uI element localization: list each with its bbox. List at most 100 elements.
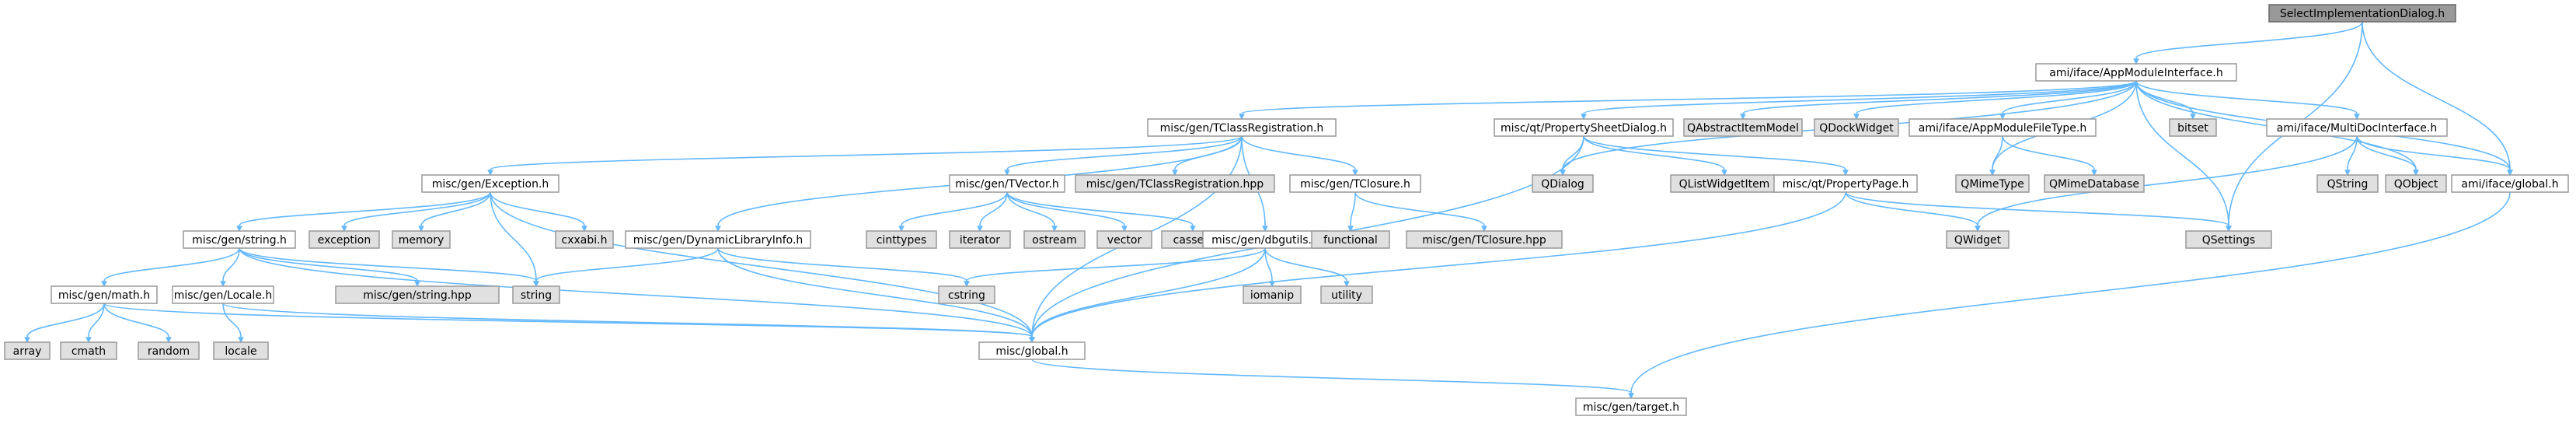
node-propsheet[interactable]: misc/qt/PropertySheetDialog.h — [1494, 118, 1674, 137]
node-misc_global[interactable]: misc/global.h — [978, 341, 1086, 360]
node-box — [2316, 174, 2379, 193]
node-label: ostream — [1032, 234, 1077, 247]
node-label: ami/iface/global.h — [2461, 178, 2558, 191]
node-iterator[interactable]: iterator — [949, 230, 1011, 249]
node-dbgutils[interactable]: misc/gen/dbgutils.h — [1202, 230, 1328, 249]
node-qmimetype[interactable]: QMimeType — [1955, 174, 2030, 193]
edge-string_h-to-math_h — [101, 247, 240, 288]
edge-root-to-ami_app — [2133, 21, 2363, 65]
node-qsettings[interactable]: QSettings — [2185, 230, 2272, 249]
node-bitset[interactable]: bitset — [2169, 118, 2217, 137]
node-cxxabi[interactable]: cxxabi.h — [555, 230, 614, 249]
node-dynlib[interactable]: misc/gen/DynamicLibraryInfo.h — [625, 230, 811, 249]
node-label: misc/qt/PropertyPage.h — [1783, 178, 1909, 191]
node-multidoc[interactable]: ami/iface/MultiDocInterface.h — [2266, 118, 2448, 137]
node-iomanip[interactable]: iomanip — [1243, 285, 1302, 304]
node-target[interactable]: misc/gen/target.h — [1575, 397, 1687, 416]
node-qobject[interactable]: QObject — [2385, 174, 2447, 193]
node-exception_h[interactable]: misc/gen/Exception.h — [421, 174, 559, 193]
node-box — [938, 285, 995, 304]
node-cstring[interactable]: cstring — [938, 285, 995, 304]
node-string_h[interactable]: misc/gen/string.h — [183, 230, 296, 249]
node-locale_h[interactable]: misc/gen/Locale.h — [172, 285, 274, 304]
node-box — [512, 285, 560, 304]
node-label: misc/gen/TClosure.h — [1300, 178, 1410, 191]
node-ostream[interactable]: ostream — [1023, 230, 1086, 249]
edge-exception_h-to-misc_global — [490, 191, 1035, 344]
edge-exception_h-to-string_h — [236, 191, 491, 233]
node-box — [1320, 285, 1373, 304]
node-ami_global[interactable]: ami/iface/global.h — [2451, 174, 2569, 193]
node-box — [2266, 118, 2448, 137]
edge-dbgutils-to-utility — [1264, 247, 1350, 288]
edge-string_h-to-locale_h — [220, 247, 240, 288]
node-box — [1023, 230, 1086, 249]
node-box — [1494, 118, 1674, 137]
edge-math_h-to-random — [103, 303, 172, 344]
node-cinttypes[interactable]: cinttypes — [866, 230, 937, 249]
node-box — [213, 341, 269, 360]
node-random[interactable]: random — [138, 341, 200, 360]
edge-math_h-to-cmath — [85, 303, 105, 344]
node-ami_app[interactable]: ami/iface/AppModuleInterface.h — [2035, 63, 2237, 82]
node-box — [1955, 174, 2030, 193]
edge-tclosure-to-functional — [1347, 191, 1356, 233]
node-box — [1075, 174, 1275, 193]
node-qwidget[interactable]: QWidget — [1946, 230, 2010, 249]
node-root[interactable]: SelectImplementationDialog.h — [2268, 4, 2456, 23]
node-qdock[interactable]: QDockWidget — [1814, 118, 1899, 137]
edge-exception_h-to-memory — [418, 191, 491, 233]
node-label: QMimeDatabase — [2049, 178, 2139, 191]
edge-misc_global-to-target — [1031, 359, 1634, 400]
edge-ami_app-to-multidoc — [2135, 80, 2360, 121]
node-box — [335, 285, 500, 304]
node-qlistwidget[interactable]: QListWidgetItem — [1670, 174, 1779, 193]
node-label: QDockWidget — [1819, 122, 1894, 135]
node-box — [1311, 230, 1390, 249]
node-label: QMimeType — [1961, 178, 2024, 191]
node-tclosure_hpp[interactable]: misc/gen/TClosure.hpp — [1406, 230, 1563, 249]
node-label: functional — [1323, 234, 1378, 247]
node-label: misc/gen/math.h — [58, 289, 150, 302]
node-qstring[interactable]: QString — [2316, 174, 2379, 193]
edge-tvector-to-cinttypes — [898, 191, 1008, 233]
node-box — [2185, 230, 2272, 249]
node-memory[interactable]: memory — [392, 230, 451, 249]
node-tclassreg[interactable]: misc/gen/TClassRegistration.h — [1147, 118, 1337, 137]
node-box — [421, 174, 559, 193]
node-cmath[interactable]: cmath — [60, 341, 117, 360]
node-qmimedb[interactable]: QMimeDatabase — [2044, 174, 2145, 193]
node-label: QDialog — [1541, 178, 1584, 191]
node-box — [555, 230, 614, 249]
edge-proppage-to-misc_global — [1029, 191, 1846, 344]
node-string_hpp[interactable]: misc/gen/string.hpp — [335, 285, 500, 304]
node-functional[interactable]: functional — [1311, 230, 1390, 249]
node-tclosure[interactable]: misc/gen/TClosure.h — [1289, 174, 1421, 193]
node-qdialog[interactable]: QDialog — [1532, 174, 1594, 193]
node-proppage[interactable]: misc/qt/PropertyPage.h — [1773, 174, 1918, 193]
node-qabstract[interactable]: QAbstractItemModel — [1683, 118, 1803, 137]
edge-tclassreg-to-tvector — [1004, 135, 1243, 177]
edge-proppage-to-qwidget — [1845, 191, 1981, 233]
node-utility[interactable]: utility — [1320, 285, 1373, 304]
node-string[interactable]: string — [512, 285, 560, 304]
node-box — [1406, 230, 1563, 249]
node-box — [51, 285, 158, 304]
node-label: ami/iface/AppModuleFileType.h — [1919, 122, 2086, 135]
node-vector[interactable]: vector — [1096, 230, 1152, 249]
node-box — [1289, 174, 1421, 193]
edge-appfiletype-to-qmimedb — [2002, 135, 2097, 177]
node-tclassreg_hpp[interactable]: misc/gen/TClassRegistration.hpp — [1075, 174, 1275, 193]
edge-locale_h-to-misc_global — [222, 303, 1035, 344]
node-tvector[interactable]: misc/gen/TVector.h — [949, 174, 1065, 193]
node-appfiletype[interactable]: ami/iface/AppModuleFileType.h — [1908, 118, 2097, 137]
node-label: iterator — [960, 234, 1000, 247]
node-label: QObject — [2394, 178, 2438, 191]
node-locale[interactable]: locale — [213, 341, 269, 360]
node-math_h[interactable]: misc/gen/math.h — [51, 285, 158, 304]
node-label: array — [13, 345, 42, 358]
node-label: QListWidgetItem — [1679, 178, 1770, 191]
node-exception[interactable]: exception — [308, 230, 380, 249]
edge-dbgutils-to-iomanip — [1264, 247, 1275, 288]
node-array[interactable]: array — [4, 341, 51, 360]
